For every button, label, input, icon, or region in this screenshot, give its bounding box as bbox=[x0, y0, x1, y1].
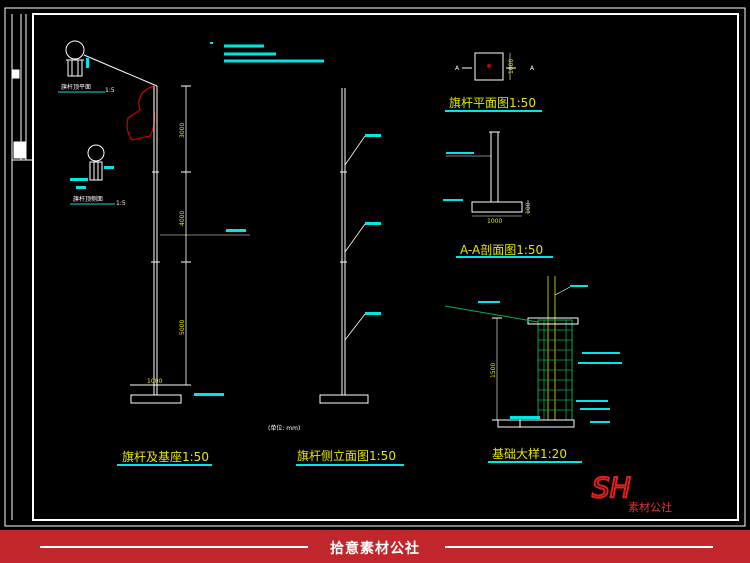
section-mark-right: A bbox=[530, 65, 535, 72]
banner-divider-left bbox=[40, 546, 308, 548]
pole-top-plan-detail bbox=[65, 40, 158, 87]
title-pole-side: 旗杆侧立面图1:50 bbox=[297, 448, 396, 463]
pole-plan-view bbox=[462, 52, 516, 81]
header-notes bbox=[224, 44, 324, 63]
banner-text: 拾意素材公社 bbox=[330, 541, 420, 557]
sh-logo: SH bbox=[590, 470, 690, 518]
dim-seg-top: 3000 bbox=[179, 123, 186, 138]
sh-logo-mark: SH bbox=[591, 470, 632, 505]
pole-side-view bbox=[319, 88, 381, 404]
bottom-banner: 拾意素材公社 bbox=[0, 530, 750, 563]
title-foundation: 基础大样1:20 bbox=[492, 446, 567, 461]
outer-frame bbox=[4, 7, 746, 527]
dim-plan-size: 1000 bbox=[508, 59, 515, 74]
dim-foundation-depth: 1500 bbox=[490, 363, 497, 378]
section-mark-left: A bbox=[455, 65, 460, 72]
top-plan-label: 旗杆顶平面 bbox=[61, 83, 91, 91]
foundation-detail bbox=[444, 276, 622, 428]
title-pole-base: 旗杆及基座1:50 bbox=[122, 449, 209, 464]
flag bbox=[126, 85, 156, 141]
top-side-scale: 1:5 bbox=[116, 200, 126, 207]
title-strip bbox=[11, 14, 33, 520]
svg-text:SH: SH bbox=[592, 472, 631, 502]
dim-section-width: 1000 bbox=[487, 218, 502, 225]
logo-subtitle: 素材公社 bbox=[628, 501, 672, 514]
top-plan-scale: 1:5 bbox=[105, 87, 115, 94]
dim-seg-bottom: 5000 bbox=[179, 320, 186, 335]
banner-divider-right bbox=[445, 546, 713, 548]
unit-note: (单位: mm) bbox=[268, 424, 300, 432]
top-side-label: 旗杆顶侧面 bbox=[73, 195, 103, 203]
pole-top-side-detail bbox=[87, 144, 105, 181]
pole-base-view bbox=[126, 85, 250, 404]
title-pole-plan: 旗杆平面图1:50 bbox=[449, 95, 536, 110]
title-section-aa: A-A剖面图1:50 bbox=[460, 243, 543, 257]
inner-frame bbox=[32, 13, 739, 521]
dim-seg-mid: 4000 bbox=[179, 211, 186, 226]
dim-section-height: 100 bbox=[525, 202, 532, 214]
section-aa-view bbox=[443, 131, 529, 217]
dim-base-width: 1000 bbox=[147, 378, 162, 385]
